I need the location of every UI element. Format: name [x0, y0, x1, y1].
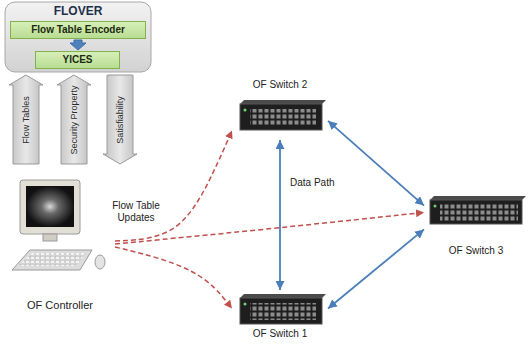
- switch-top: [240, 100, 326, 104]
- switch-icon: [240, 100, 326, 130]
- switch-node: OF Switch 1: [232, 290, 328, 343]
- switch-led: [434, 205, 437, 208]
- switch-ports: [440, 204, 518, 221]
- connector-label: Data Path: [288, 177, 336, 189]
- process-box: YICES: [35, 51, 120, 69]
- switch-ports: [250, 109, 316, 126]
- update-link: [115, 130, 232, 241]
- switch-icon: [430, 196, 526, 224]
- block-arrow: [57, 75, 91, 164]
- switch-body: [430, 200, 522, 224]
- data-link: [328, 121, 424, 206]
- switch-top: [430, 196, 526, 200]
- connector-label: Flow Table Updates: [103, 199, 169, 224]
- switch-body: [240, 104, 322, 130]
- node-label: OF Switch 1: [253, 328, 307, 340]
- node-label: OF Switch 2: [253, 79, 307, 91]
- block-arrow: [9, 75, 43, 164]
- block-arrow: [103, 75, 137, 164]
- flow-arrow: [70, 40, 86, 50]
- switch-node: OF Switch 2: [232, 76, 328, 140]
- switch-node: OF Switch 3: [424, 192, 528, 260]
- connector-label: Satisfiability: [115, 96, 125, 144]
- monitor-screen: [26, 186, 74, 227]
- switch-led: [244, 303, 247, 306]
- update-link: [115, 247, 232, 309]
- connector-label: Security Property: [69, 85, 79, 154]
- keyboard-keys: [18, 253, 86, 266]
- node-label: OF Controller: [27, 299, 93, 312]
- keyboard: [12, 250, 92, 270]
- switch-body: [240, 298, 322, 324]
- node-label: OF Switch 3: [449, 245, 503, 257]
- switch-top: [240, 294, 326, 298]
- process-box: Flow Table Encoder: [10, 21, 146, 39]
- monitor-frame: [20, 180, 80, 234]
- switch-ports: [250, 303, 316, 320]
- monitor-stand: [43, 234, 57, 241]
- panel-background: [5, 2, 151, 72]
- computer-icon: [12, 180, 105, 270]
- tool-panel: FLOVER Flow Table EncoderYICES: [5, 2, 151, 72]
- node-label: Flow Table Encoder: [31, 24, 125, 36]
- controller-node: OF Controller: [5, 167, 115, 315]
- node-label: FLOVER: [54, 4, 103, 18]
- switch-icon: [240, 294, 326, 324]
- data-link: [279, 140, 281, 290]
- mouse: [95, 255, 105, 269]
- switch-led: [244, 109, 247, 112]
- data-link: [328, 229, 424, 308]
- connector-label: Flow Tables: [21, 96, 31, 143]
- node-label: YICES: [62, 54, 92, 66]
